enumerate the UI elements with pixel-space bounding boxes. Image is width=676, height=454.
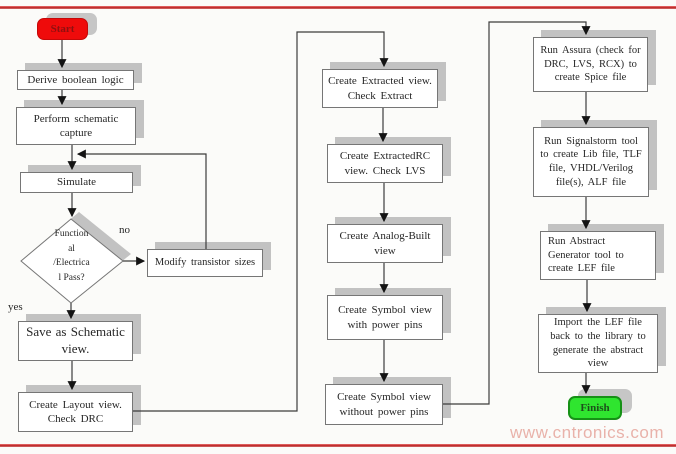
watermark: www.cntronics.com [510, 423, 664, 442]
node-run-assura: Run Assura (check for DRC, LVS, RCX) to … [533, 37, 648, 92]
node-create-layout-view-check-drc: Create Layout view. Check DRC [18, 392, 133, 432]
node-run-signalstorm: Run Signalstorm tool to create Lib file,… [533, 127, 649, 197]
branch-label-no: no [119, 224, 130, 236]
node-import-lef-file: Import the LEF file back to the library … [538, 314, 658, 373]
node-modify-transistor-sizes: Modify transistor sizes [147, 249, 263, 277]
node-run-abstract-generator: Run Abstract Generator tool to create LE… [540, 231, 656, 280]
node-save-schematic-view: Save as Schematic view. [18, 321, 133, 361]
decision-label: Function al /Electrica l Pass? [38, 227, 105, 286]
branch-label-yes: yes [8, 301, 23, 313]
node-create-extractedrc-view: Create ExtractedRC view. Check LVS [327, 144, 443, 183]
top-red-rule [0, 6, 676, 9]
decision-label-line2: al [68, 243, 75, 254]
node-perform-schematic-capture: Perform schematic capture [16, 107, 136, 145]
node-simulate: Simulate [20, 172, 133, 193]
bottom-red-rule [0, 444, 676, 447]
decision-label-line4: l Pass? [58, 273, 85, 284]
node-create-symbol-view-with-power-pins: Create Symbol view with power pins [327, 295, 443, 340]
node-create-extracted-view: Create Extracted view. Check Extract [322, 69, 438, 108]
node-derive-boolean-logic: Derive boolean logic [17, 70, 134, 90]
decision-label-line3: /Electrica [53, 258, 90, 269]
node-create-analog-built-view: Create Analog-Built view [327, 224, 443, 263]
node-finish: Finish [568, 396, 622, 420]
node-create-symbol-view-without-power-pins: Create Symbol view without power pins [325, 384, 443, 425]
decision-label-line1: Function [54, 229, 89, 239]
node-start: Start [37, 18, 88, 40]
